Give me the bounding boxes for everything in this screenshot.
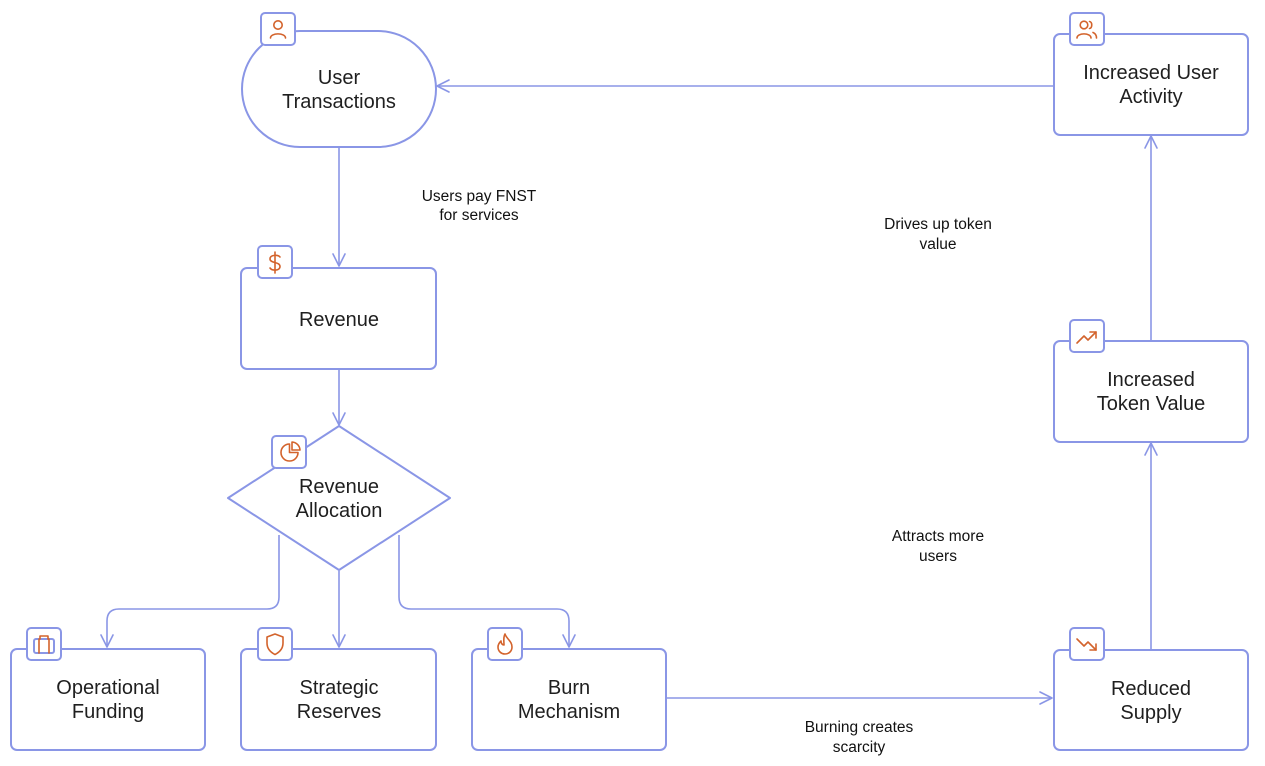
briefcase-icon [26, 627, 62, 661]
shield-icon [257, 627, 293, 661]
edge-revenue-to-allocation [332, 370, 346, 426]
node-user-transactions[interactable]: User Transactions [241, 30, 437, 148]
edge-allocation-to-operational-funding [100, 535, 280, 648]
node-burn-mechanism[interactable]: Burn Mechanism [471, 648, 667, 751]
node-revenue-allocation-line2: Allocation [296, 500, 383, 522]
edge-burn-to-reduced-supply [667, 691, 1053, 705]
node-increased-token-value[interactable]: Increased Token Value [1053, 340, 1249, 443]
node-revenue-allocation[interactable]: Revenue Allocation [227, 425, 451, 571]
user-icon [260, 12, 296, 46]
edge-label-drives-up-line2: value [919, 236, 956, 253]
node-increased-token-value-line1: Increased [1107, 369, 1195, 391]
node-user-transactions-line1: User [318, 67, 361, 89]
edge-label-burning-creates-line1: Burning creates [805, 719, 914, 736]
node-revenue-label: Revenue [299, 309, 379, 331]
edge-allocation-to-burn-mechanism [398, 535, 576, 648]
node-operational-funding-line1: Operational [56, 677, 159, 699]
node-strategic-reserves-line1: Strategic [300, 677, 379, 699]
edge-token-value-to-user-activity [1144, 135, 1158, 341]
edge-label-attracts-more-line2: users [919, 548, 957, 565]
edge-user-activity-to-user-transactions [436, 79, 1053, 93]
node-strategic-reserves[interactable]: Strategic Reserves [240, 648, 437, 751]
node-revenue[interactable]: Revenue [240, 267, 437, 370]
dollar-icon [257, 245, 293, 279]
node-burn-mechanism-line1: Burn [548, 677, 590, 699]
node-user-transactions-line2: Transactions [282, 91, 396, 113]
node-increased-user-activity-line1: Increased User [1083, 62, 1219, 84]
edge-label-drives-up: Drives up token value [884, 216, 992, 253]
node-increased-user-activity-line2: Activity [1119, 86, 1182, 108]
edge-user-transactions-to-revenue [332, 148, 346, 267]
users-icon [1069, 12, 1105, 46]
node-reduced-supply[interactable]: Reduced Supply [1053, 649, 1249, 751]
node-reduced-supply-line1: Reduced [1111, 678, 1191, 700]
trending-up-icon [1069, 319, 1105, 353]
flame-icon [487, 627, 523, 661]
node-increased-user-activity[interactable]: Increased User Activity [1053, 33, 1249, 136]
edge-label-drives-up-line1: Drives up token [884, 216, 992, 233]
edge-label-burning-creates-line2: scarcity [833, 739, 886, 756]
edge-label-attracts-more: Attracts more users [892, 528, 984, 565]
node-strategic-reserves-line2: Reserves [297, 701, 381, 723]
node-reduced-supply-line2: Supply [1120, 702, 1181, 724]
edge-allocation-to-strategic-reserves [332, 571, 346, 648]
edge-label-burning-creates: Burning creates scarcity [805, 719, 914, 756]
node-operational-funding-line2: Funding [72, 701, 144, 723]
pie-chart-icon [271, 435, 307, 469]
edge-label-users-pay: Users pay FNST for services [422, 188, 537, 224]
trending-down-icon [1069, 627, 1105, 661]
edge-reduced-supply-to-token-value [1144, 442, 1158, 649]
edge-label-users-pay-line1: Users pay FNST [422, 188, 537, 205]
node-burn-mechanism-line2: Mechanism [518, 701, 620, 723]
edge-label-users-pay-line2: for services [439, 207, 518, 224]
node-operational-funding[interactable]: Operational Funding [10, 648, 206, 751]
node-increased-token-value-line2: Token Value [1097, 393, 1206, 415]
edge-label-attracts-more-line1: Attracts more [892, 528, 984, 545]
node-revenue-allocation-line1: Revenue [299, 476, 379, 498]
